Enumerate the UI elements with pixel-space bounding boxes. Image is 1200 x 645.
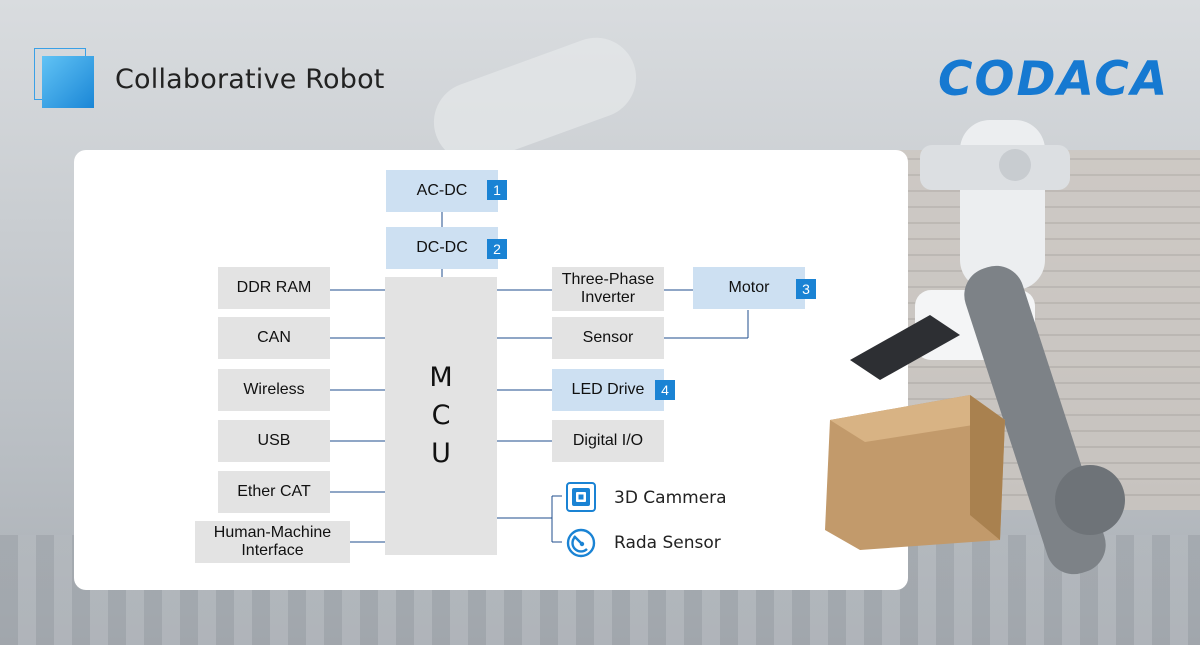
ac-dc-label: AC-DC — [416, 182, 468, 199]
wireless-label: Wireless — [243, 381, 305, 398]
mcu-block: M C U — [385, 277, 497, 555]
ethercat-label: Ether CAT — [237, 483, 311, 500]
ddr-ram-block: DDR RAM — [218, 267, 330, 309]
ethercat-block: Ether CAT — [218, 471, 330, 513]
inverter-label: Three-Phase Inverter — [561, 271, 655, 306]
sensor-label: Sensor — [582, 329, 634, 346]
camera-icon — [566, 482, 596, 512]
ac-dc-number-badge: 1 — [487, 180, 507, 200]
page-title: Collaborative Robot — [115, 64, 385, 95]
mcu-letter-u: U — [431, 438, 451, 469]
usb-block: USB — [218, 420, 330, 462]
camera-label: 3D Cammera — [614, 488, 727, 508]
wireless-block: Wireless — [218, 369, 330, 411]
dc-dc-number-badge: 2 — [487, 239, 507, 259]
mcu-letter-c: C — [431, 400, 451, 431]
robot-arm-illustration — [825, 120, 1125, 575]
digital-io-block: Digital I/O — [552, 420, 664, 462]
led-drive-number-badge: 4 — [655, 380, 675, 400]
digital-io-label: Digital I/O — [572, 432, 644, 449]
led-drive-label: LED Drive — [571, 381, 645, 398]
brand-logo: CODACA — [938, 52, 1170, 107]
hmi-label: Human-Machine Interface — [213, 524, 332, 559]
dc-dc-label: DC-DC — [416, 239, 468, 256]
hmi-block: Human-Machine Interface — [195, 521, 350, 563]
radar-label: Rada Sensor — [614, 533, 721, 553]
motor-block: Motor — [693, 267, 805, 309]
motor-label: Motor — [728, 279, 770, 296]
usb-label: USB — [257, 432, 291, 449]
mcu-letter-m: M — [429, 362, 453, 393]
dc-dc-block: DC-DC — [386, 227, 498, 269]
can-block: CAN — [218, 317, 330, 359]
can-label: CAN — [257, 329, 291, 346]
title-square — [42, 56, 94, 108]
led-drive-block: LED Drive — [552, 369, 664, 411]
motor-number-badge: 3 — [796, 279, 816, 299]
ddr-ram-label: DDR RAM — [236, 279, 312, 296]
sensor-block: Sensor — [552, 317, 664, 359]
inverter-block: Three-Phase Inverter — [552, 267, 664, 311]
ac-dc-block: AC-DC — [386, 170, 498, 212]
radar-icon — [566, 528, 596, 558]
